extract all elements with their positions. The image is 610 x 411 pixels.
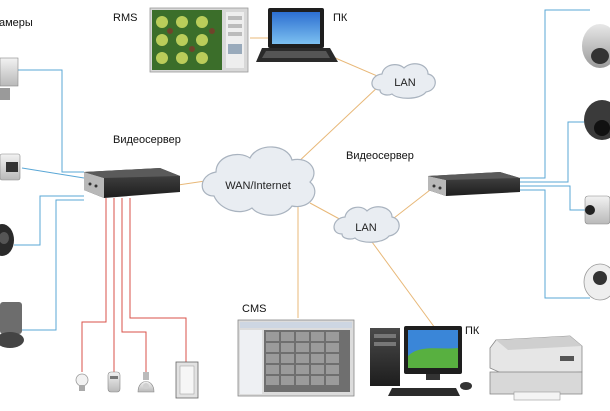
cloud-lan-top: LAN (371, 63, 436, 99)
link-wan-lan-top (294, 84, 381, 166)
camera-links-right (520, 9, 590, 299)
cloud-lan-top-label: LAN (394, 77, 415, 89)
sensor-links (81, 198, 187, 372)
camera-left-2 (0, 153, 21, 181)
lamp-icon (75, 373, 89, 391)
camera-links-left (14, 69, 85, 331)
camera-right-2 (584, 100, 610, 140)
printer (489, 335, 583, 401)
videoserver-right-label: Видеосервер (346, 150, 414, 162)
camera-right-4 (583, 263, 610, 301)
pc-bottom-label: ПК (465, 325, 480, 337)
cameras-label: амеры (0, 17, 33, 29)
cloud-lan-mid-label: LAN (355, 222, 376, 234)
videoserver-left-label: Видеосервер (113, 134, 181, 146)
camera-right-1 (582, 24, 610, 68)
motion-sensor-icon (137, 372, 155, 393)
door-sensor-icon (175, 361, 199, 399)
link-lan-pc-bottom (371, 241, 436, 329)
camera-left-4 (0, 302, 24, 348)
cloud-wan: WAN/Internet (201, 146, 316, 216)
cms-monitor (237, 319, 355, 397)
cloud-lan-mid: LAN (333, 206, 400, 243)
videoserver-right (428, 172, 520, 196)
pc-top-label: ПК (333, 12, 348, 24)
rms-monitor (149, 7, 249, 73)
cms-label: CMS (242, 303, 267, 315)
desktop-pc (370, 326, 472, 396)
siren-icon (107, 371, 121, 393)
rms-label: RMS (113, 12, 138, 24)
videoserver-left (84, 168, 180, 198)
camera-right-3 (584, 195, 610, 225)
camera-left-3 (0, 224, 14, 256)
camera-left-1 (0, 57, 19, 100)
cloud-wan-label: WAN/Internet (225, 180, 291, 192)
laptop-pc (256, 8, 338, 62)
